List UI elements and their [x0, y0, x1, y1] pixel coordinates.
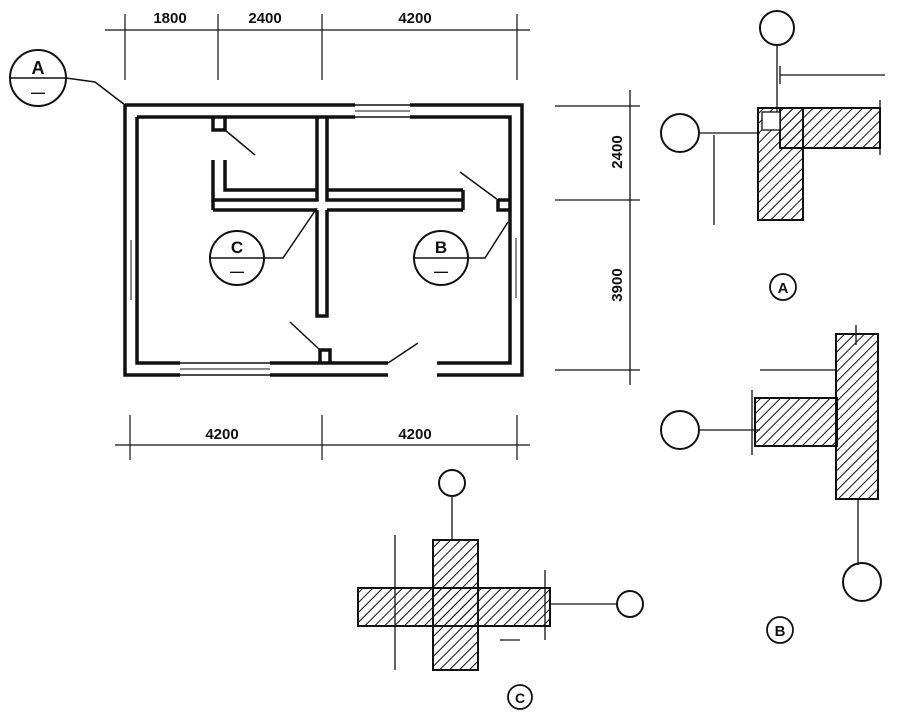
index-marker-b-sub: —: [434, 263, 448, 279]
top-dimension-line: 1800 2400 4200: [105, 10, 530, 80]
index-marker-b-letter: B: [435, 238, 447, 257]
dim-top-2: 2400: [248, 10, 281, 27]
interior-walls: [211, 117, 510, 364]
detail-c: C: [357, 469, 644, 710]
floor-plan: 1800 2400 4200 4200 4200 2400 3900: [9, 10, 640, 460]
dim-bottom-1: 4200: [205, 426, 238, 443]
detail-b: B: [660, 325, 882, 644]
dim-top-1: 1800: [153, 10, 186, 27]
dim-right-1: 2400: [609, 135, 626, 168]
detail-a: A: [660, 10, 885, 301]
index-marker-a-letter: A: [32, 58, 45, 78]
index-marker-a: A —: [9, 49, 126, 107]
index-marker-b: B —: [413, 221, 509, 286]
dim-bottom-2: 4200: [398, 426, 431, 443]
dim-right-2: 3900: [609, 268, 626, 301]
detail-a-label: A: [778, 280, 789, 297]
index-marker-c-letter: C: [231, 238, 243, 257]
index-marker-c-sub: —: [230, 263, 244, 279]
outer-walls: [123, 103, 524, 377]
detail-c-label: C: [515, 690, 525, 706]
dim-top-3: 4200: [398, 10, 431, 27]
right-dimension-line: 2400 3900: [555, 90, 640, 385]
detail-b-label: B: [775, 623, 786, 640]
index-marker-a-sub: —: [31, 84, 45, 100]
index-marker-c: C —: [209, 207, 318, 286]
bottom-dimension-line: 4200 4200: [115, 415, 530, 460]
